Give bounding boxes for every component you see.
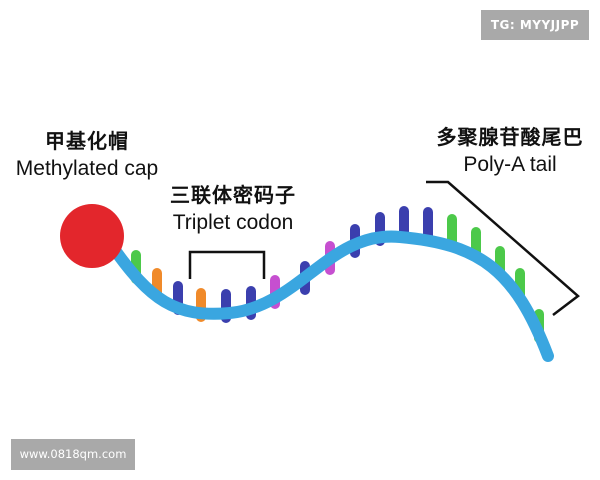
triplet-codon-label: 三联体密码子 Triplet codon <box>148 181 318 237</box>
methylated-cap-label: 甲基化帽 Methylated cap <box>2 127 172 183</box>
methylated-cap-label-zh: 甲基化帽 <box>45 129 129 153</box>
triplet-codon-label-en: Triplet codon <box>172 211 294 234</box>
poly-a-tail-label-en: Poly-A tail <box>463 153 557 176</box>
watermark-website: www.0818qm.com <box>11 439 135 470</box>
nucleotide-base <box>423 207 433 241</box>
methylated-cap-label-en: Methylated cap <box>15 157 159 180</box>
methylated-cap <box>60 204 124 268</box>
watermark-telegram: TG: MYYJJPP <box>481 10 589 40</box>
triplet-codon-bracket <box>188 250 266 279</box>
poly-a-tail-label: 多聚腺苷酸尾巴 Poly-A tail <box>420 123 600 179</box>
triplet-codon-label-zh: 三联体密码子 <box>170 183 296 207</box>
poly-a-tail-label-zh: 多聚腺苷酸尾巴 <box>436 125 584 149</box>
mrna-strand <box>106 230 554 362</box>
poly-a-tail-bracket <box>426 180 580 316</box>
